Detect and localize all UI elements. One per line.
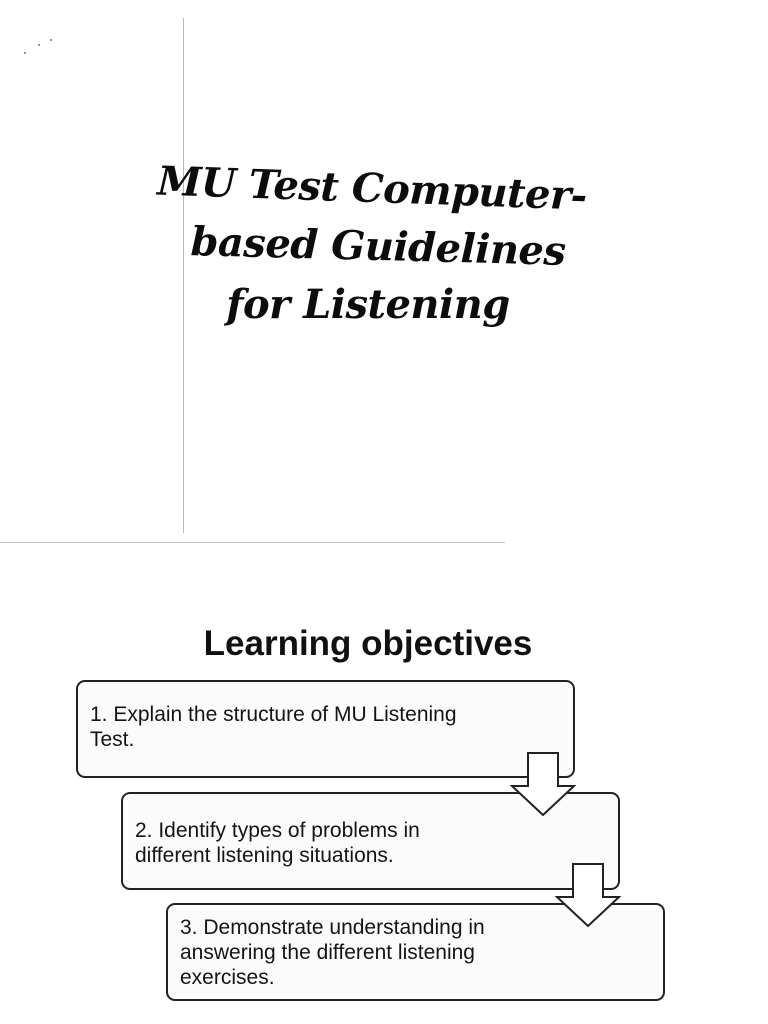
objective-text: 3. Demonstrate understanding in answerin… <box>180 916 485 989</box>
scan-speck <box>38 44 40 46</box>
slide-divider <box>0 542 505 543</box>
down-arrow-icon <box>555 863 621 927</box>
scan-speck <box>24 52 26 54</box>
scan-speck <box>50 39 52 41</box>
down-arrow-icon <box>510 752 576 816</box>
title-line: based Guidelines <box>189 218 567 275</box>
slide-title: MU Test Computer- based Guidelines for L… <box>130 158 630 334</box>
title-line: for Listening <box>226 281 510 328</box>
objective-text: 2. Identify types of problems in differe… <box>135 819 420 867</box>
objectives-heading: Learning objectives <box>203 624 533 663</box>
objective-box-3: 3. Demonstrate understanding in answerin… <box>166 903 665 1001</box>
objective-text: 1. Explain the structure of MU Listening… <box>90 703 457 751</box>
title-slide: MU Test Computer- based Guidelines for L… <box>24 18 630 533</box>
scan-vertical-line <box>183 18 184 533</box>
objective-box-1: 1. Explain the structure of MU Listening… <box>76 680 575 778</box>
